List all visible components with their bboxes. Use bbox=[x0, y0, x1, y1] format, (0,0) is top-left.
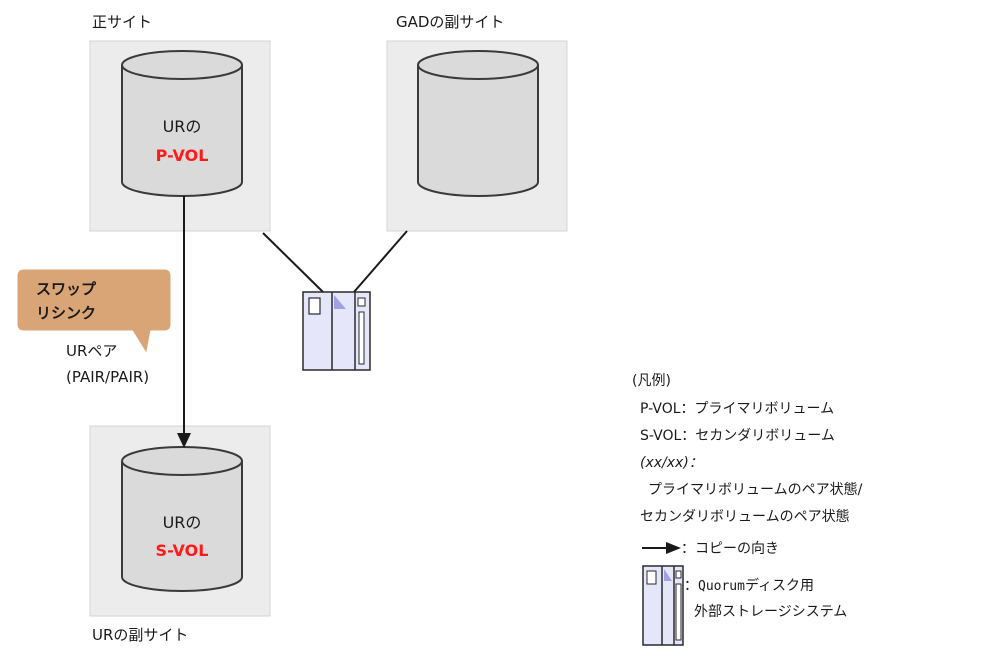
pvol-owner-label: URの bbox=[163, 117, 202, 136]
gad-volume-cylinder-icon bbox=[417, 50, 539, 197]
legend-state-row: (xx/xx)： bbox=[640, 455, 703, 471]
legend-svol-row: S-VOL：セカンダリボリューム bbox=[640, 428, 835, 444]
legend-state-desc-1: プライマリボリュームのペア状態/ bbox=[648, 482, 863, 498]
primary-site-label: 正サイト bbox=[92, 13, 152, 31]
legend-quorum-rest: ディスク用 bbox=[745, 577, 814, 594]
legend-quorum-colon: ： bbox=[684, 578, 698, 594]
quorum-storage-icon bbox=[302, 291, 371, 371]
legend-quorum-line-1: ：Quorumディスク用 bbox=[684, 577, 814, 594]
legend-quorum-word: Quorum bbox=[698, 579, 745, 594]
gad-secondary-site-label: GADの副サイト bbox=[396, 13, 504, 31]
legend-title: (凡例) bbox=[632, 373, 671, 389]
svol-name-label: S-VOL bbox=[156, 541, 209, 560]
svol-cylinder-icon bbox=[121, 446, 243, 592]
swap-resync-callout bbox=[17, 269, 171, 353]
ur-secondary-site-label: URの副サイト bbox=[92, 626, 188, 644]
legend: (凡例) P-VOL：プライマリボリューム S-VOL：セカンダリボリューム (… bbox=[632, 373, 863, 646]
quorum-connection-lines bbox=[262, 230, 408, 293]
copy-direction-arrow bbox=[177, 196, 191, 448]
pvol-name-label: P-VOL bbox=[156, 146, 209, 165]
pvol-cylinder-icon bbox=[121, 50, 243, 197]
legend-arrow-desc: ：コピーの向き bbox=[681, 541, 779, 557]
legend-pvol-row: P-VOL：プライマリボリューム bbox=[640, 401, 834, 417]
legend-quorum-line-2: 外部ストレージシステム bbox=[694, 604, 847, 620]
callout-line-1: スワップ bbox=[36, 280, 97, 298]
svol-owner-label: URの bbox=[163, 513, 202, 532]
legend-state-desc-2: セカンダリボリュームのペア状態 bbox=[640, 509, 850, 525]
callout-line-2: リシンク bbox=[36, 304, 96, 322]
legend-storage-icon bbox=[642, 565, 684, 646]
legend-arrow-icon bbox=[642, 542, 681, 554]
ur-pair-status: (PAIR/PAIR) bbox=[66, 368, 149, 386]
ur-pair-label: URペア bbox=[66, 342, 117, 360]
